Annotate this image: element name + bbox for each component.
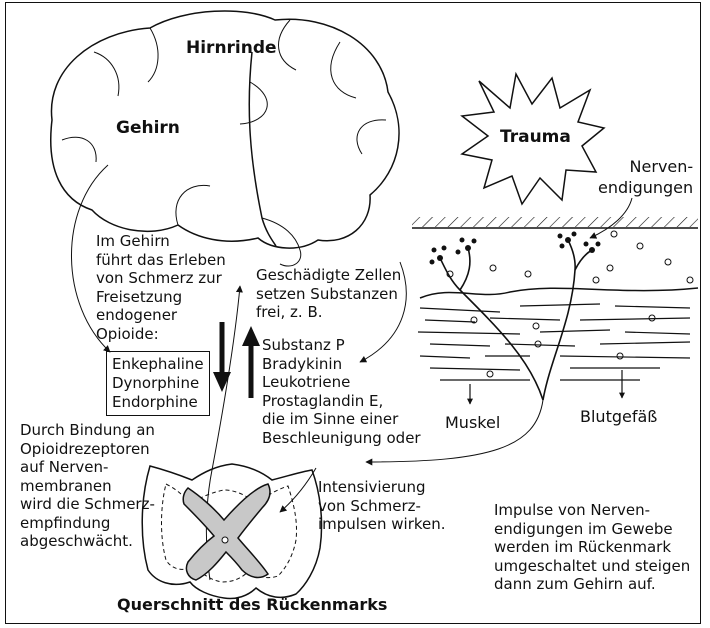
label-substances: Substanz P Bradykinin Leukotriene Prosta… xyxy=(262,336,421,447)
opioid-item: Endorphine xyxy=(112,393,204,412)
label-cortex: Hirnrinde xyxy=(186,39,277,58)
label-intensification: Intensivierung von Schmerz- impulsen wir… xyxy=(318,478,446,534)
opioid-item: Enkephaline xyxy=(112,355,204,374)
up-arrow-head xyxy=(242,326,260,346)
label-nerve-endings: Nerven- endigungen xyxy=(598,156,693,198)
label-brain-release: Im Gehirn führt das Erleben von Schmerz … xyxy=(96,232,226,343)
label-muscle: Muskel xyxy=(445,414,500,433)
label-blood-vessel: Blutgefäß xyxy=(580,408,657,427)
label-cross-section: Querschnitt des Rückenmarks xyxy=(117,596,387,615)
label-damaged-cells: Geschädigte Zellen setzen Substanzen fre… xyxy=(256,266,401,322)
spinal-cord-cross-section xyxy=(142,464,321,599)
down-arrow-head xyxy=(213,372,231,392)
tissue-section xyxy=(412,217,698,404)
label-trauma: Trauma xyxy=(500,128,571,147)
opioid-item: Dynorphine xyxy=(112,374,204,393)
opioid-list-box: Enkephaline Dynorphine Endorphine xyxy=(106,351,210,416)
label-opioid-binding: Durch Bindung an Opioidrezeptoren auf Ne… xyxy=(20,421,155,551)
label-brain: Gehirn xyxy=(116,119,180,138)
label-impulses: Impulse von Nerven- endigungen im Gewebe… xyxy=(494,501,690,594)
intensification-arrow xyxy=(280,468,316,512)
